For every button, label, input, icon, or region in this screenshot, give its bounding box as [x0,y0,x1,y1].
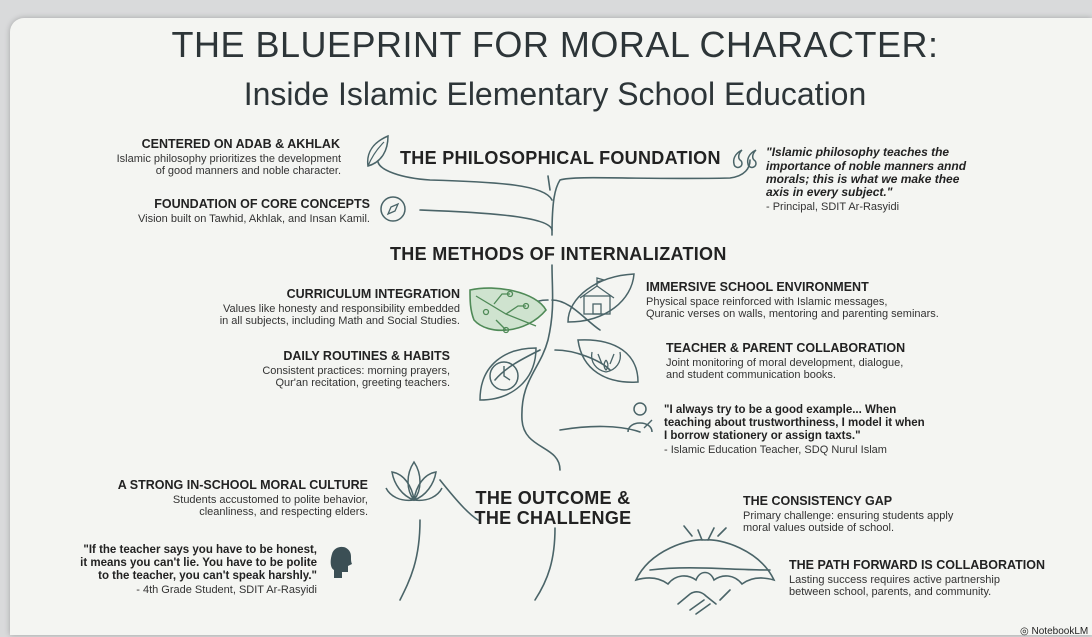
clock-icon [479,347,537,401]
student-quote-author: - 4th Grade Student, SDIT Ar-Rasyidi [136,584,317,596]
gap-text-2: moral values outside of school. [743,522,895,534]
curriculum-title: CURRICULUM INTEGRATION [286,287,460,301]
school-icon [567,273,635,323]
watermark: ◎ NotebookLM [1020,626,1092,637]
page-title: THE BLUEPRINT FOR MORAL CHARACTER: [171,24,939,65]
environment-text-1: Physical space reinforced with Islamic m… [646,296,888,308]
curriculum-text-2: in all subjects, including Math and Soci… [219,315,460,327]
gap-text-1: Primary challenge: ensuring students app… [743,510,954,522]
collaboration-title: TEACHER & PARENT COLLABORATION [666,341,906,355]
student-quote-1: "If the teacher says you have to be hone… [83,544,317,556]
core-title: FOUNDATION OF CORE CONCEPTS [154,197,370,211]
teacher-quote-2: teaching about trustworthiness, I model … [664,417,925,429]
culture-text-1: Students accustomed to polite behavior, [172,494,368,506]
principal-quote-2: importance of noble manners annd [766,159,967,173]
principal-quote-author: - Principal, SDIT Ar-Rasyidi [766,201,900,213]
path-title: THE PATH FORWARD IS COLLABORATION [789,558,1046,572]
watermark-text: NotebookLM [1031,626,1089,637]
curriculum-text-1: Values like honesty and responsibility e… [222,303,460,315]
student-head-icon [330,546,352,578]
principal-quote-4: axis in every subject." [766,185,893,199]
teacher-icon [627,402,653,433]
foundation-heading: THE PHILOSOPHICAL FOUNDATION [400,148,721,168]
outcome-heading-2: THE CHALLENGE [474,508,632,528]
routines-text-1: Consistent practices: morning prayers, [262,365,450,377]
outcome-heading-1: THE OUTCOME & [475,488,631,508]
routines-title: DAILY ROUTINES & HABITS [283,349,450,363]
environment-title: IMMERSIVE SCHOOL ENVIRONMENT [646,280,869,294]
teacher-quote-1: "I always try to be a good example... Wh… [664,404,897,416]
teacher-quote-author: - Islamic Education Teacher, SDQ Nurul I… [664,444,887,456]
collaboration-text-1: Joint monitoring of moral development, d… [666,357,904,369]
hands-icon [577,339,639,383]
culture-text-2: cleanliness, and respecting elders. [199,506,368,518]
adab-text-2: of good manners and noble character. [155,165,341,177]
leaf-icon [366,134,389,167]
core-text: Vision built on Tawhid, Akhlak, and Insa… [138,213,370,225]
routines-text-2: Qur'an recitation, greeting teachers. [275,377,450,389]
circuit-leaf-icon [469,287,547,334]
notebook-logo-icon: ◎ [1020,626,1029,637]
quote-mark-icon [732,149,757,169]
compass-icon [380,196,406,222]
methods-heading: THE METHODS OF INTERNALIZATION [390,244,727,264]
path-text-1: Lasting success requires active partners… [789,574,1000,586]
principal-quote-3: morals; this is what we make thee [766,172,960,186]
lotus-icon [385,460,443,502]
teacher-quote-3: I borrow stationery or assign taxts." [664,430,861,442]
student-quote-3: to the teacher, you can't speak harshly.… [98,570,317,582]
handshake-umbrella-icon [634,525,776,615]
gap-title: THE CONSISTENCY GAP [743,494,893,508]
principal-quote-1: "Islamic philosophy teaches the [766,145,950,159]
collaboration-text-2: and student communication books. [666,369,836,381]
page-subtitle: Inside Islamic Elementary School Educati… [243,76,867,112]
culture-title: A STRONG IN-SCHOOL MORAL CULTURE [117,478,368,492]
path-text-2: between school, parents, and community. [789,586,992,598]
environment-text-2: Quranic verses on walls, mentoring and p… [646,308,939,320]
adab-title: CENTERED ON ADAB & AKHLAK [141,137,340,151]
student-quote-2: it means you can't lie. You have to be p… [80,557,317,569]
adab-text-1: Islamic philosophy prioritizes the devel… [116,153,341,165]
